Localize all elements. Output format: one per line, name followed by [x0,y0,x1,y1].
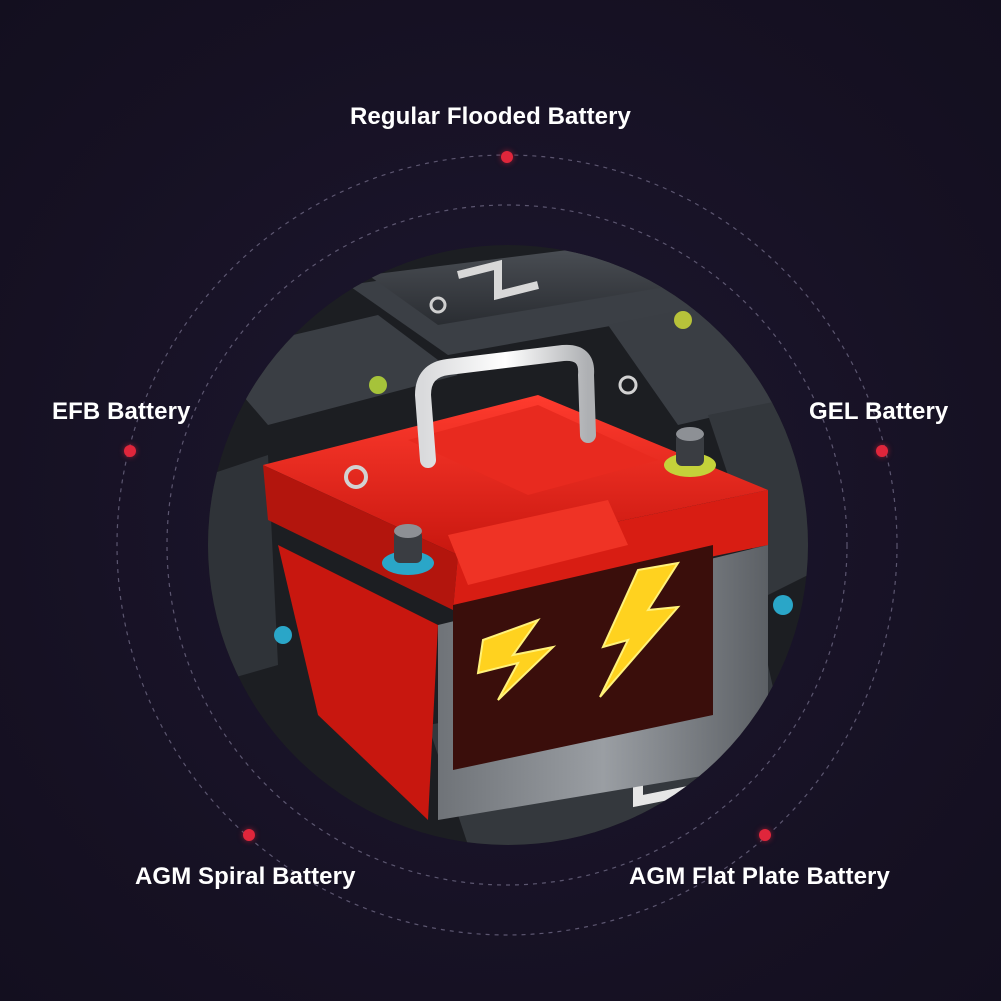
label-agm-spiral: AGM Spiral Battery [135,863,356,890]
terminal-post-icon [382,427,716,575]
battery-photo [208,245,808,845]
marker-dot-gel [876,445,888,457]
label-efb: EFB Battery [52,398,191,425]
label-gel: GEL Battery [809,398,949,425]
marker-dot-agm-spiral [243,829,255,841]
label-agm-flat-plate: AGM Flat Plate Battery [629,863,890,890]
inner-ring [166,204,848,886]
marker-dot-regular-flooded [501,151,513,163]
handle-icon [414,344,596,468]
lightning-bolt-icon [476,561,681,701]
label-regular-flooded: Regular Flooded Battery [350,103,632,130]
marker-dot-efb [124,445,136,457]
marker-dot-agm-flat-plate [759,829,771,841]
main-battery [263,344,768,820]
